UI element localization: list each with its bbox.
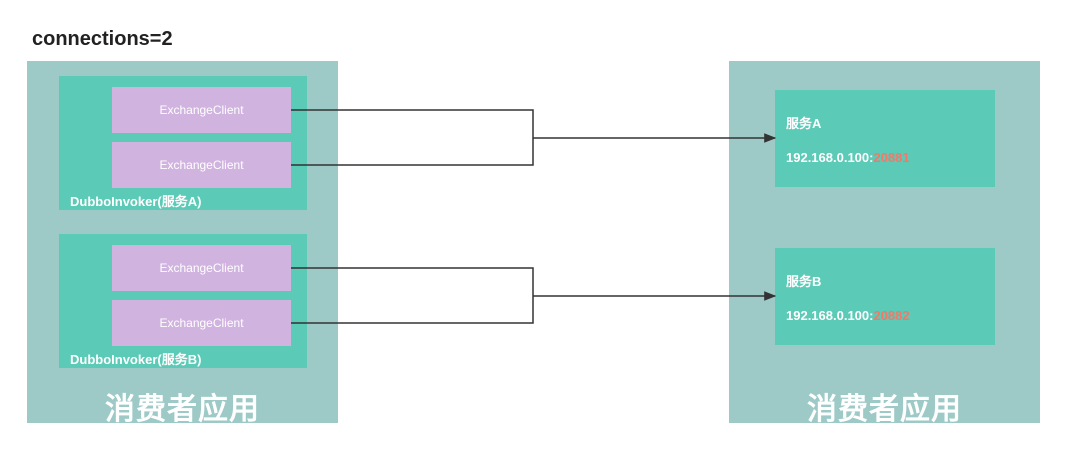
exchange-client-b1: ExchangeClient: [112, 245, 291, 291]
diagram-title: connections=2: [32, 28, 173, 50]
service-b-name: 服务B: [786, 274, 822, 289]
provider-panel-label: 消费者应用: [807, 393, 962, 426]
service-a-box: [775, 90, 995, 187]
connector-a2: [291, 138, 534, 166]
invoker-group-b-label: DubboInvoker(服务B): [70, 352, 202, 367]
connector-b1: [291, 267, 534, 296]
connector-b2: [291, 296, 534, 324]
service-a-name: 服务A: [786, 116, 822, 131]
exchange-client-a1: ExchangeClient: [112, 87, 291, 133]
consumer-panel-label: 消费者应用: [105, 393, 260, 426]
service-a-host: 192.168.0.100:: [786, 150, 874, 165]
service-b-box: [775, 248, 995, 345]
invoker-group-a-label: DubboInvoker(服务A): [70, 194, 202, 209]
connector-a1: [291, 109, 534, 138]
service-b-address: 192.168.0.100:20882: [786, 308, 910, 323]
service-b-host: 192.168.0.100:: [786, 308, 874, 323]
service-b-port: 20882: [873, 308, 910, 323]
service-a-address: 192.168.0.100:20881: [786, 150, 910, 165]
exchange-client-a2: ExchangeClient: [112, 142, 291, 188]
exchange-client-b2: ExchangeClient: [112, 300, 291, 346]
service-a-port: 20881: [873, 150, 910, 165]
